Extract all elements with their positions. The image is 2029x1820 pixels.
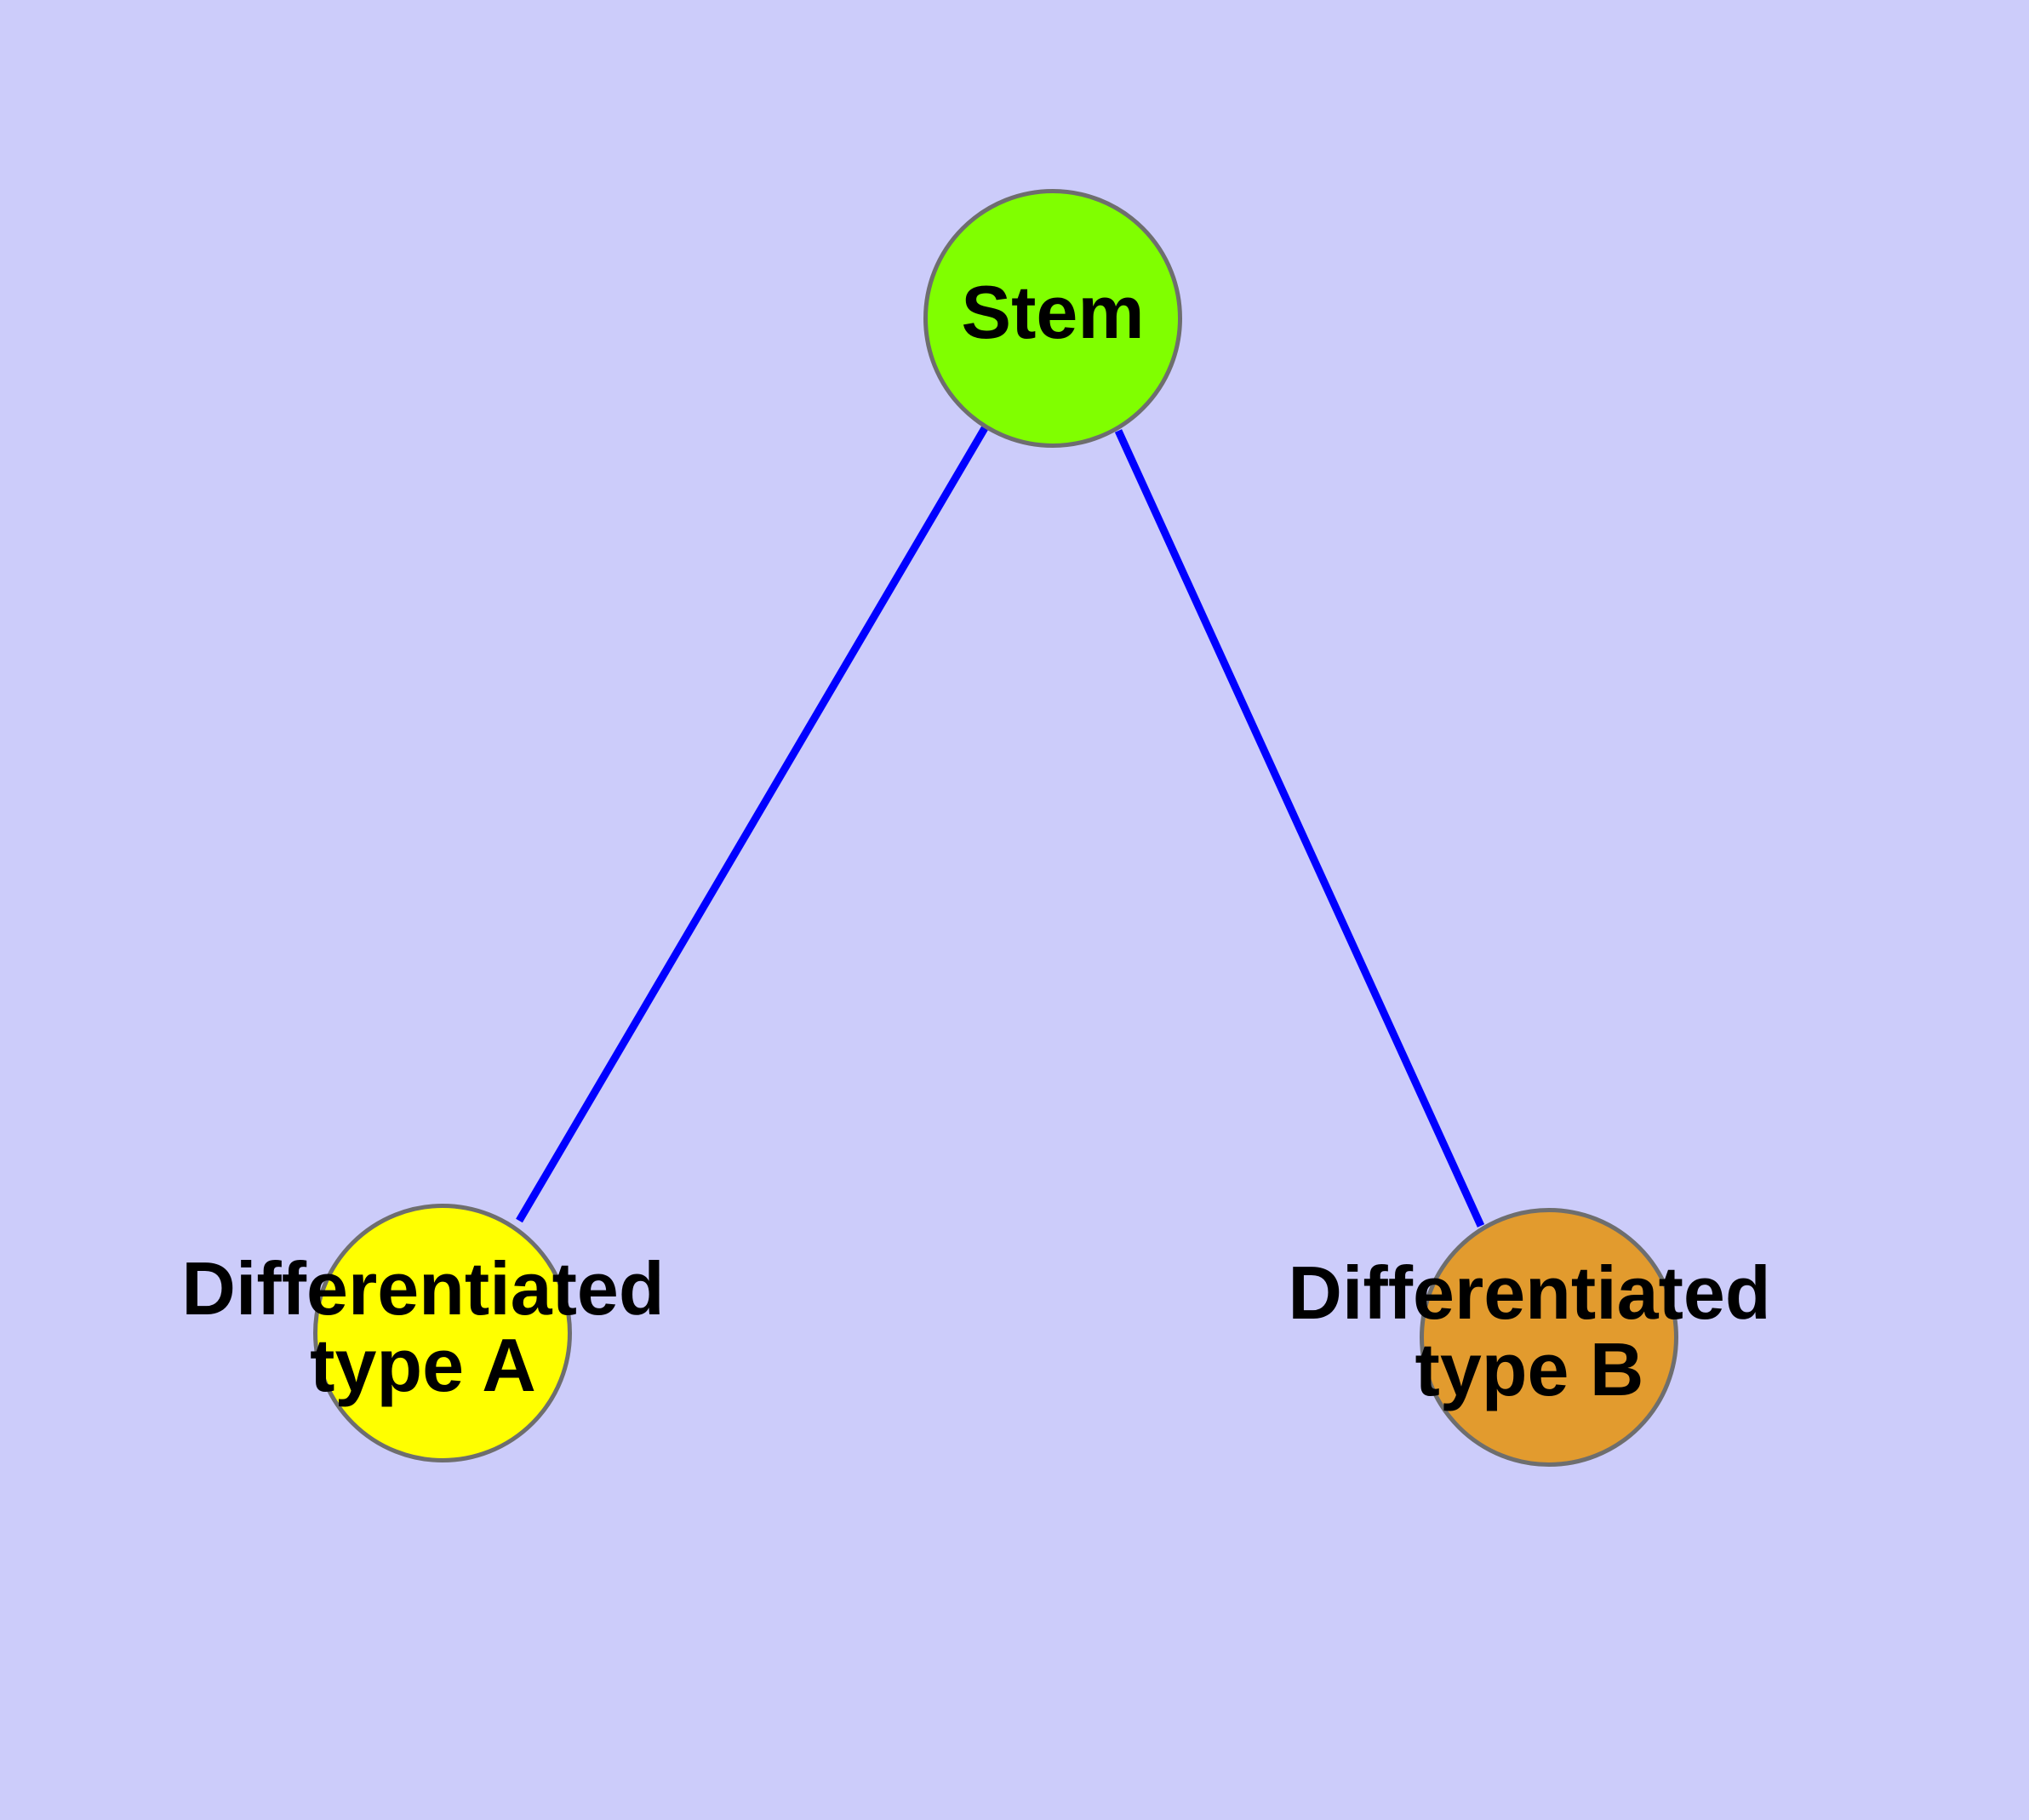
edges-layer xyxy=(516,426,1485,1228)
node-label-stem: Stem xyxy=(961,270,1144,354)
node-label-line: Differentiated xyxy=(181,1246,664,1331)
edge-stem-to-diff_a[interactable] xyxy=(516,426,988,1223)
node-label-line: Stem xyxy=(961,270,1144,354)
edge-stem-to-diff_b[interactable] xyxy=(1114,429,1485,1228)
node-circle-stem[interactable] xyxy=(923,189,1182,448)
node-circle-diff_a[interactable] xyxy=(313,1204,572,1462)
node-label-line: type B xyxy=(1415,1327,1644,1411)
node-circle-diff_b[interactable] xyxy=(1420,1208,1678,1467)
nodes-layer xyxy=(313,189,1678,1467)
node-label-line: type A xyxy=(310,1323,536,1407)
node-label-line: Differentiated xyxy=(1288,1251,1770,1335)
